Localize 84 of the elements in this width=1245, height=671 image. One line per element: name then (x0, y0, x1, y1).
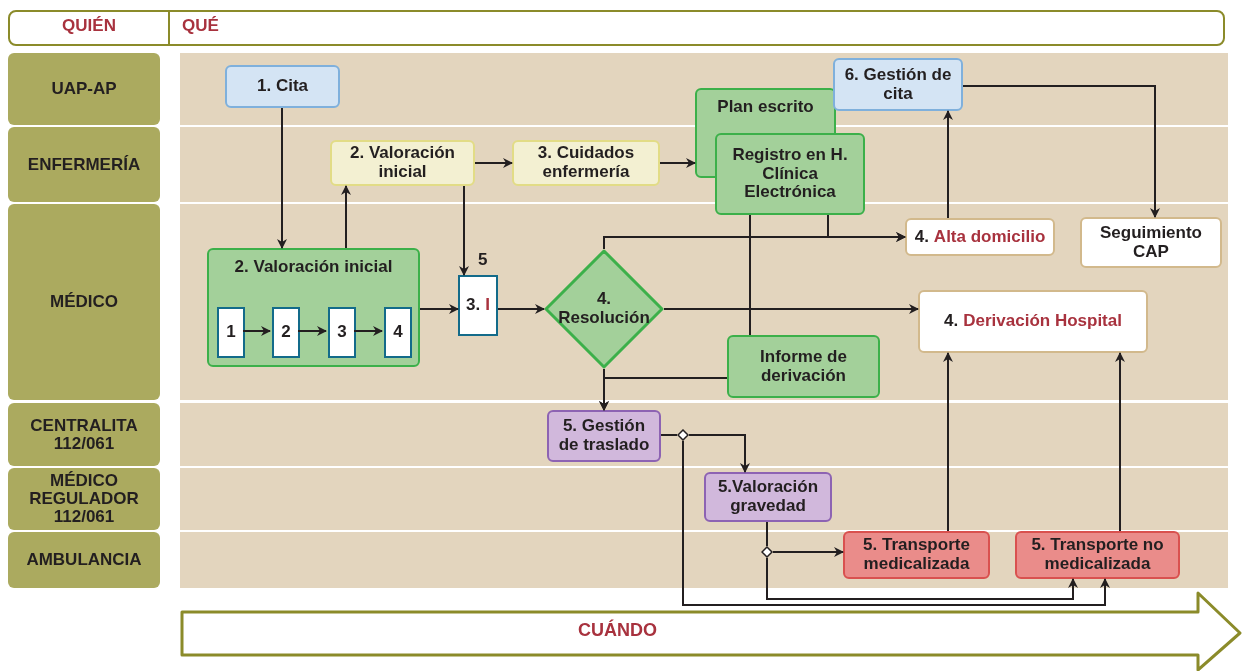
arrow (943, 352, 953, 532)
box-text: 3. (466, 296, 481, 315)
box-text: I (485, 296, 490, 315)
lane-title: CENTRALITA 112/061 (29, 416, 139, 453)
lane-label (8, 127, 160, 202)
lane-label (8, 532, 160, 588)
lane-label (8, 53, 160, 125)
lane-label (8, 468, 160, 530)
arrow (599, 377, 728, 411)
step-box (328, 307, 356, 358)
lane-title: MÉDICO (50, 293, 118, 311)
box-text: Plan escrito (717, 98, 814, 117)
lane-title: UAP-AP (51, 80, 117, 98)
outcome-box (918, 290, 1148, 353)
arrow (962, 85, 1160, 218)
arrow (459, 185, 469, 276)
arrow (497, 304, 545, 314)
box-text: Alta domicilio (933, 227, 1046, 247)
timeline-arrow (180, 591, 1243, 671)
process-box (330, 140, 475, 186)
decision-diamond (544, 249, 664, 369)
junction-diamond (761, 546, 773, 558)
box-text: 4. (914, 227, 929, 247)
header-bar (8, 10, 1225, 46)
junction-diamond (677, 429, 689, 441)
box-text: 3 (337, 323, 347, 342)
step-number: 5 (478, 251, 488, 270)
box-text: 2. Valoración inicial (234, 258, 393, 277)
box-text: 5. Transporte medicalizada (862, 536, 971, 574)
process-box (833, 58, 963, 111)
transport-box (843, 531, 990, 579)
box-text: 6. Gestión de cita (843, 65, 953, 104)
arrow (943, 110, 953, 219)
box-text: 4. (944, 312, 959, 331)
box-text: 3. Cuidados enfermería (536, 144, 636, 182)
arrow (297, 326, 327, 336)
arrow (353, 326, 383, 336)
arrow (474, 158, 513, 168)
lane-title: AMBULANCIA (26, 551, 142, 569)
lane-title: MÉDICO REGULADOR 112/061 (28, 472, 140, 526)
arrow (663, 304, 919, 314)
arrow (682, 440, 1110, 606)
arrow (277, 107, 287, 249)
arrow (659, 158, 696, 168)
box-text: Informe de derivación (759, 347, 848, 386)
outcome-box (1080, 217, 1222, 268)
decision-label: 4. Resolución (558, 290, 650, 328)
box-text: Registro en H. Clínica Electrónica (731, 145, 849, 203)
arrow (242, 326, 271, 336)
lane-title: ENFERMERÍA (27, 155, 141, 174)
box-text: 5. Transporte no medicalizada (1030, 536, 1165, 574)
outcome-box (905, 218, 1055, 256)
step-box (384, 307, 412, 358)
box-text: 1. Cita (257, 77, 308, 96)
arrow (827, 214, 906, 242)
box-text: 1 (226, 323, 236, 342)
box-text: 2. Valoración inicial (349, 144, 456, 182)
box-text: Seguimiento CAP (1099, 223, 1203, 262)
document-box (727, 335, 880, 398)
column-header: QUÉ (182, 17, 219, 36)
arrow (341, 185, 351, 249)
arrow (688, 434, 750, 473)
process-box (225, 65, 340, 108)
document-box (715, 133, 865, 215)
process-group-box (207, 248, 420, 367)
lane-label (8, 204, 160, 400)
lane-label (8, 403, 160, 466)
arrow (419, 304, 459, 314)
box-text: 5.Valoración gravedad (716, 478, 820, 516)
step-box (272, 307, 300, 358)
arrow (772, 547, 844, 557)
column-header: QUIÉN (61, 17, 117, 36)
arrow (1115, 352, 1125, 532)
box-text: 5. Gestión de traslado (557, 417, 651, 455)
step-box (217, 307, 245, 358)
process-box (547, 410, 661, 462)
timeline-label: CUÁNDO (578, 621, 657, 641)
process-box (704, 472, 832, 522)
arrow (766, 557, 1078, 600)
box-text: 4 (393, 323, 403, 342)
box-text: Derivación Hospital (963, 312, 1122, 331)
transport-box (1015, 531, 1180, 579)
process-box (512, 140, 660, 186)
box-text: 2 (281, 323, 291, 342)
